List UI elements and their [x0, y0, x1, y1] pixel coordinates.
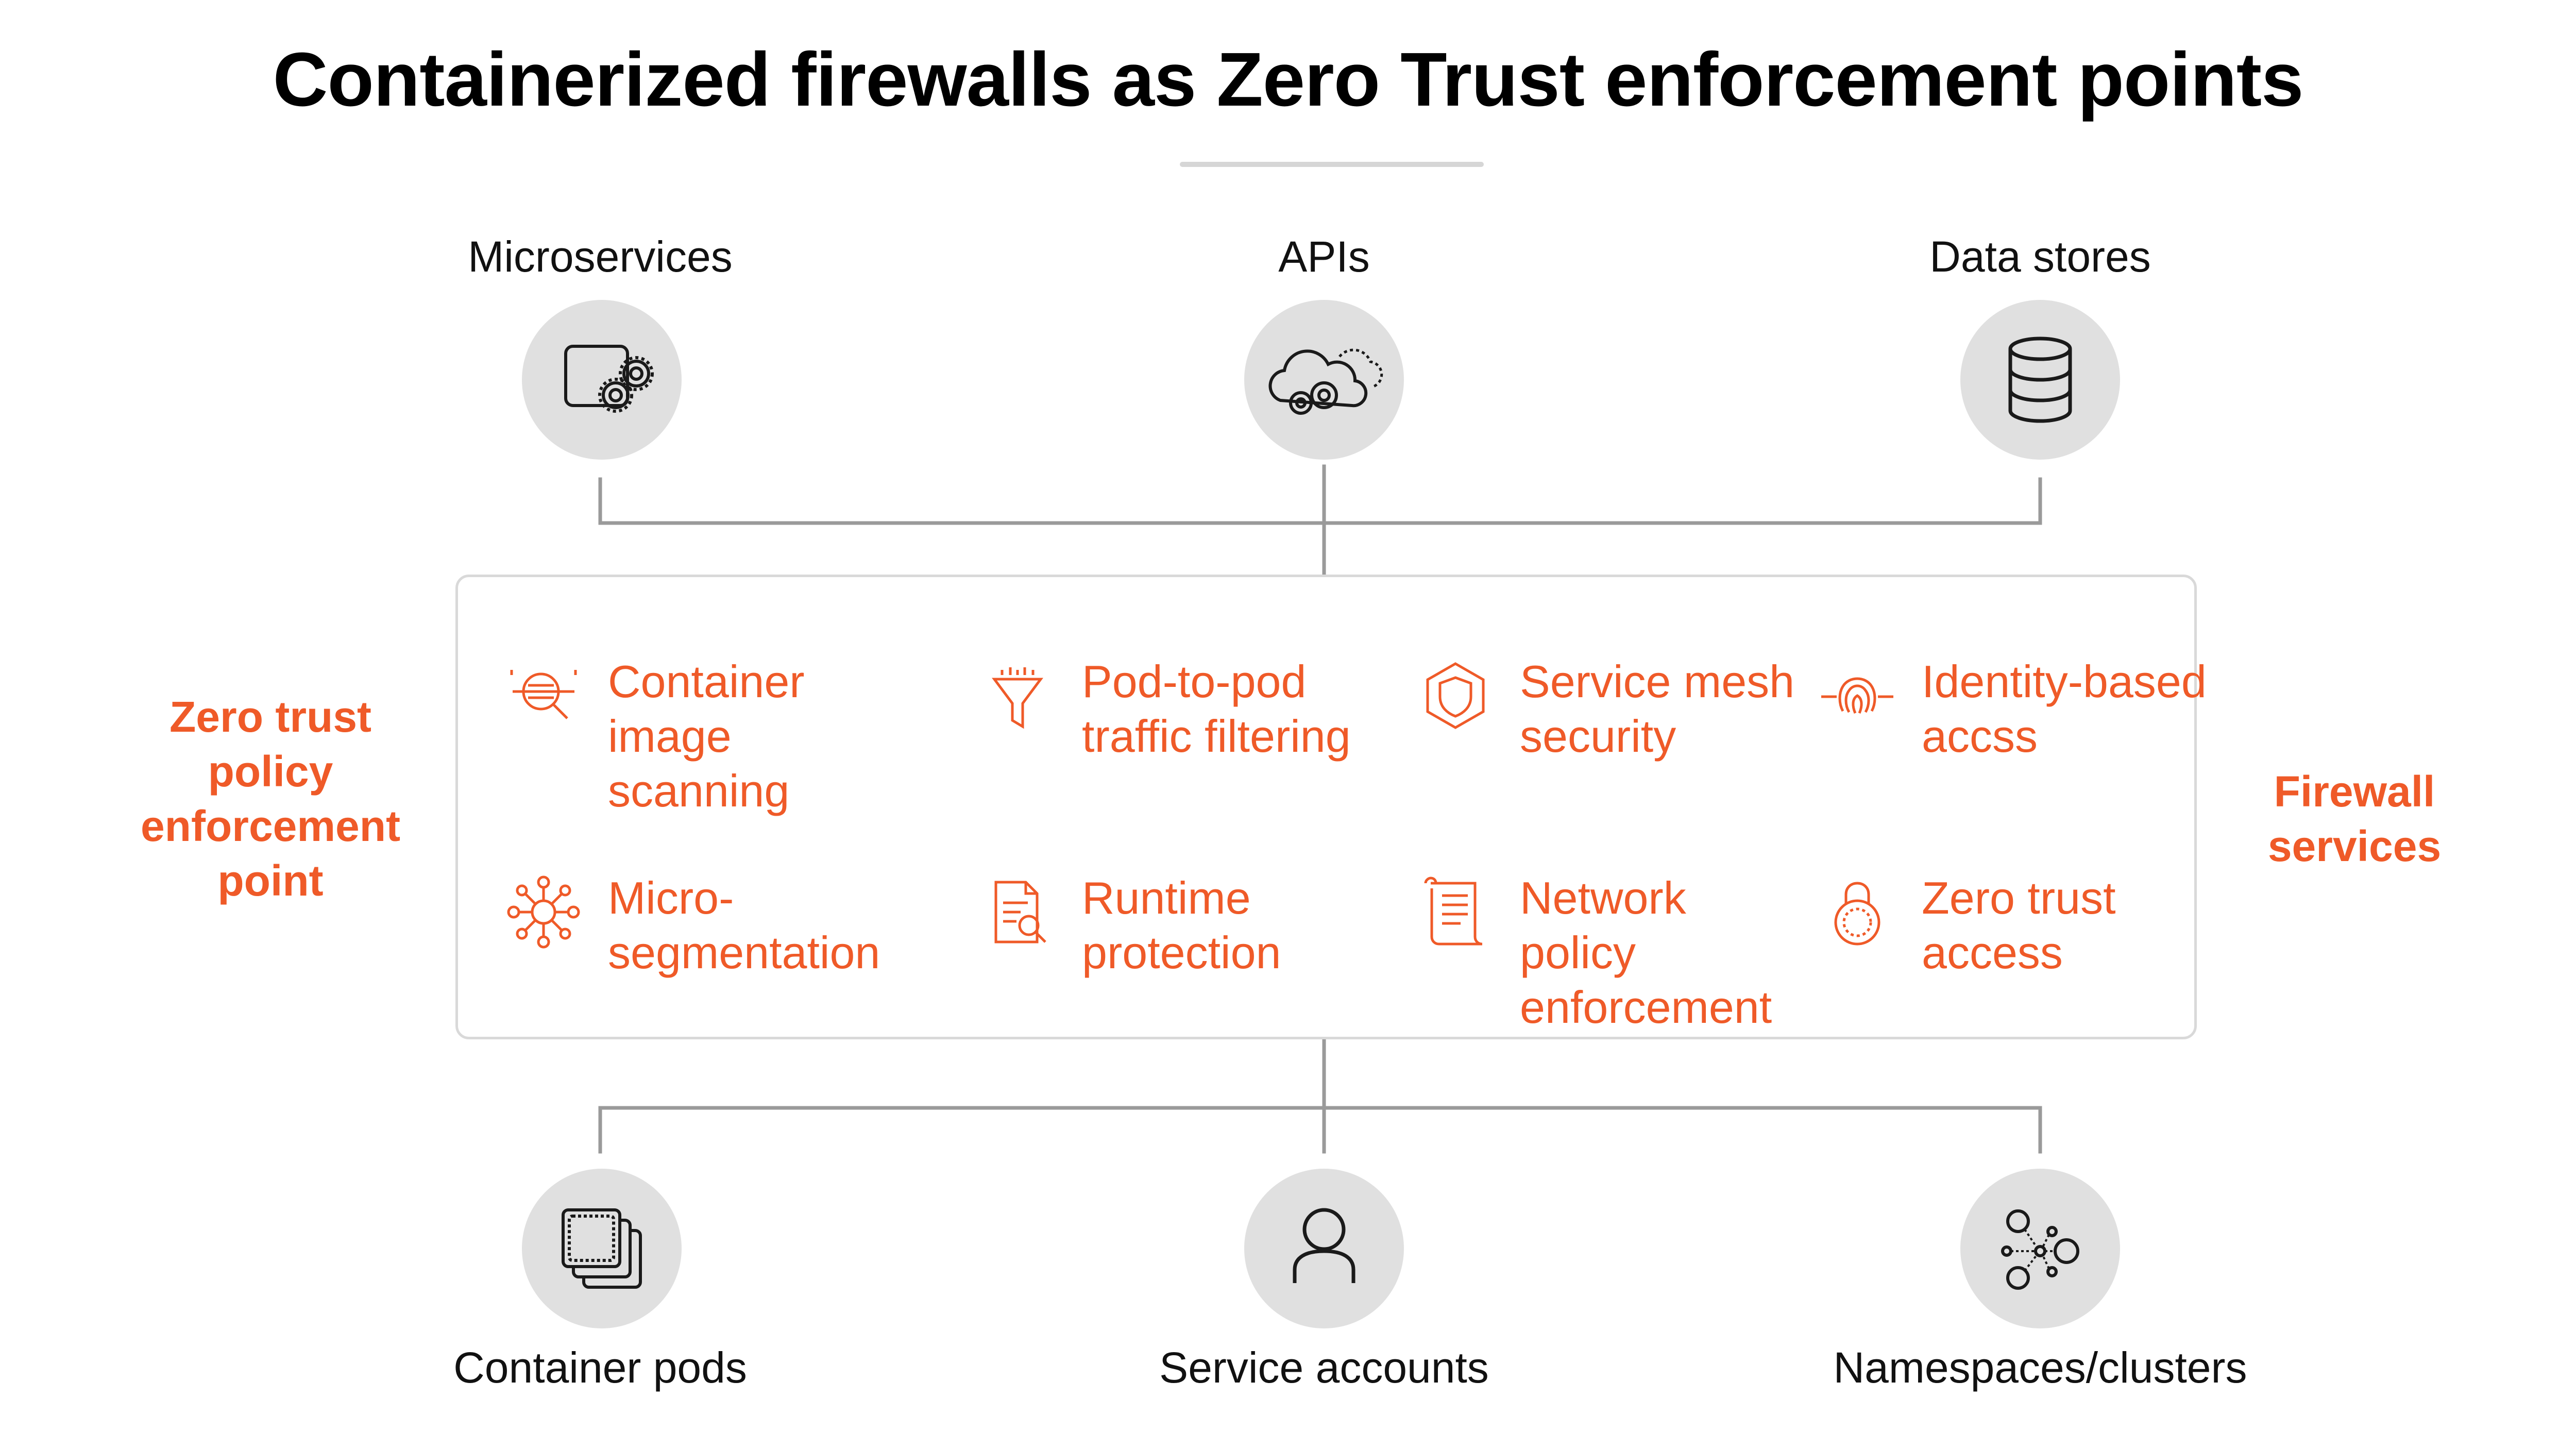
node-label-service-accounts: Service accounts: [1159, 1343, 1489, 1392]
node-microservices: [522, 300, 682, 460]
user-icon: [1293, 1208, 1355, 1283]
node-label-data-stores: Data stores: [1929, 232, 2151, 281]
cloud-gears-icon: [1268, 348, 1383, 415]
left-side-label: Zero trust policy enforcement point: [140, 693, 401, 905]
cluster-nodes-icon: [2001, 1209, 2079, 1290]
network-hub-icon: [502, 871, 585, 953]
bottom-connector: [598, 1037, 2042, 1154]
scan-magnifier-icon: [502, 654, 585, 737]
node-namespaces-clusters: [1960, 1169, 2120, 1328]
node-label-microservices: Microservices: [468, 232, 733, 281]
node-apis: [1244, 300, 1404, 460]
stacked-containers-icon: [562, 1208, 642, 1289]
policy-scroll-icon: [1414, 871, 1497, 953]
node-label-container-pods: Container pods: [453, 1343, 747, 1392]
service-label: Zero trust access: [1922, 872, 2116, 978]
funnel-icon: [976, 654, 1059, 737]
service-label: Network policy enforcement: [1520, 872, 1772, 1033]
service-label: Micro-segmentation: [608, 872, 880, 978]
node-container-pods: [522, 1169, 682, 1328]
firewall-services-panel: [455, 575, 2197, 1039]
node-service-accounts: [1244, 1169, 1404, 1328]
service-label: Service mesh security: [1520, 656, 1795, 762]
padlock-icon: [1816, 871, 1899, 953]
right-side-label: Firewall services: [2267, 767, 2442, 870]
top-connector: [598, 464, 2042, 577]
service-label: Runtime protection: [1082, 872, 1281, 978]
fingerprint-icon: [1816, 654, 1899, 737]
title-divider: [1180, 162, 1484, 167]
node-data-stores: [1960, 300, 2120, 460]
service-label: Identity-based accss: [1922, 656, 2207, 762]
node-label-apis: APIs: [1278, 232, 1370, 281]
service-label: Container image scanning: [608, 656, 805, 816]
node-label-namespaces-clusters: Namespaces/clusters: [1833, 1343, 2247, 1392]
document-search-icon: [976, 871, 1059, 953]
app-gears-icon: [564, 345, 654, 413]
diagram-title: Containerized firewalls as Zero Trust en…: [273, 37, 2304, 122]
shield-hexagon-icon: [1414, 654, 1497, 737]
database-icon: [2008, 336, 2072, 423]
service-label: Pod-to-pod traffic filtering: [1082, 656, 1351, 762]
